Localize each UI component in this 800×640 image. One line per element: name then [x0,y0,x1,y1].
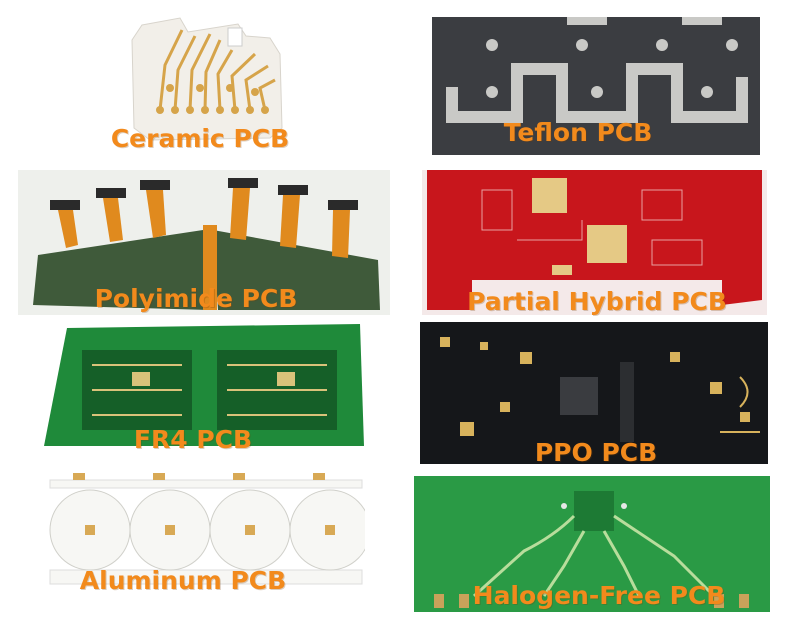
photo-aluminum-pcb [45,470,365,595]
caption-aluminum-pcb: Aluminum PCB [79,566,287,595]
photo-fr4-pcb [42,320,367,450]
photo-ceramic-pcb [120,10,300,155]
caption-polyimide-pcb: Polyimide PCB [94,284,298,313]
photo-halogen-free-pcb [414,476,770,612]
photo-polyimide-pcb [18,170,390,315]
caption-ppo-pcb: PPO PCB [534,438,658,467]
caption-teflon-pcb: Teflon PCB [503,118,653,147]
caption-fr4-pcb: FR4 PCB [133,425,253,454]
caption-partial-hybrid-pcb: Partial Hybrid PCB [467,287,727,316]
photo-partial-hybrid-pcb [422,170,767,315]
caption-halogen-free-pcb: Halogen-Free PCB [472,581,726,610]
caption-ceramic-pcb: Ceramic PCB [110,124,290,153]
photo-teflon-pcb [432,17,760,155]
photo-ppo-pcb [420,322,768,464]
